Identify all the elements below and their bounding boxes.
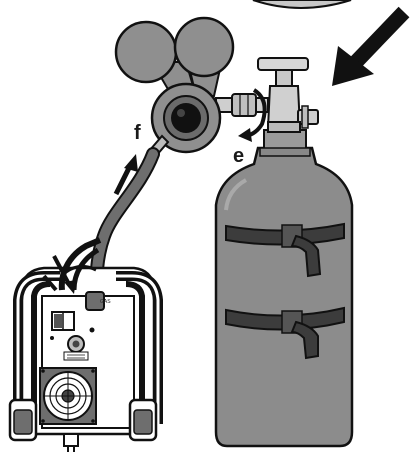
welder-machine: GAS bbox=[8, 266, 163, 452]
regulator-knob bbox=[171, 103, 201, 133]
regulator bbox=[114, 16, 235, 158]
cylinder-strap-lower bbox=[225, 306, 345, 360]
bottom-plug bbox=[63, 433, 79, 452]
direction-arrow-large bbox=[332, 6, 410, 86]
gas-inlet bbox=[85, 291, 105, 311]
label-e: e bbox=[233, 145, 245, 167]
cylinder-strap-upper bbox=[225, 222, 345, 278]
rating-label bbox=[63, 351, 89, 361]
rotation-arrow-e bbox=[245, 88, 267, 138]
valve-handwheel bbox=[257, 57, 309, 71]
gas-inlet-label: GAS bbox=[100, 299, 111, 305]
cooling-fan bbox=[39, 367, 97, 425]
direction-arrow-inlet bbox=[52, 255, 76, 294]
gas-cylinder bbox=[214, 129, 354, 448]
regulator-connector bbox=[215, 93, 269, 117]
direction-arrow-f bbox=[113, 154, 138, 196]
label-f: f bbox=[134, 122, 141, 144]
cable-gland bbox=[67, 335, 85, 353]
pressure-gauge-right bbox=[173, 16, 235, 78]
pressure-gauge-left bbox=[114, 20, 178, 84]
rotation-arrowhead-e bbox=[238, 128, 252, 142]
cylinder-valve bbox=[257, 57, 319, 133]
top-edge-shape bbox=[252, 0, 352, 9]
